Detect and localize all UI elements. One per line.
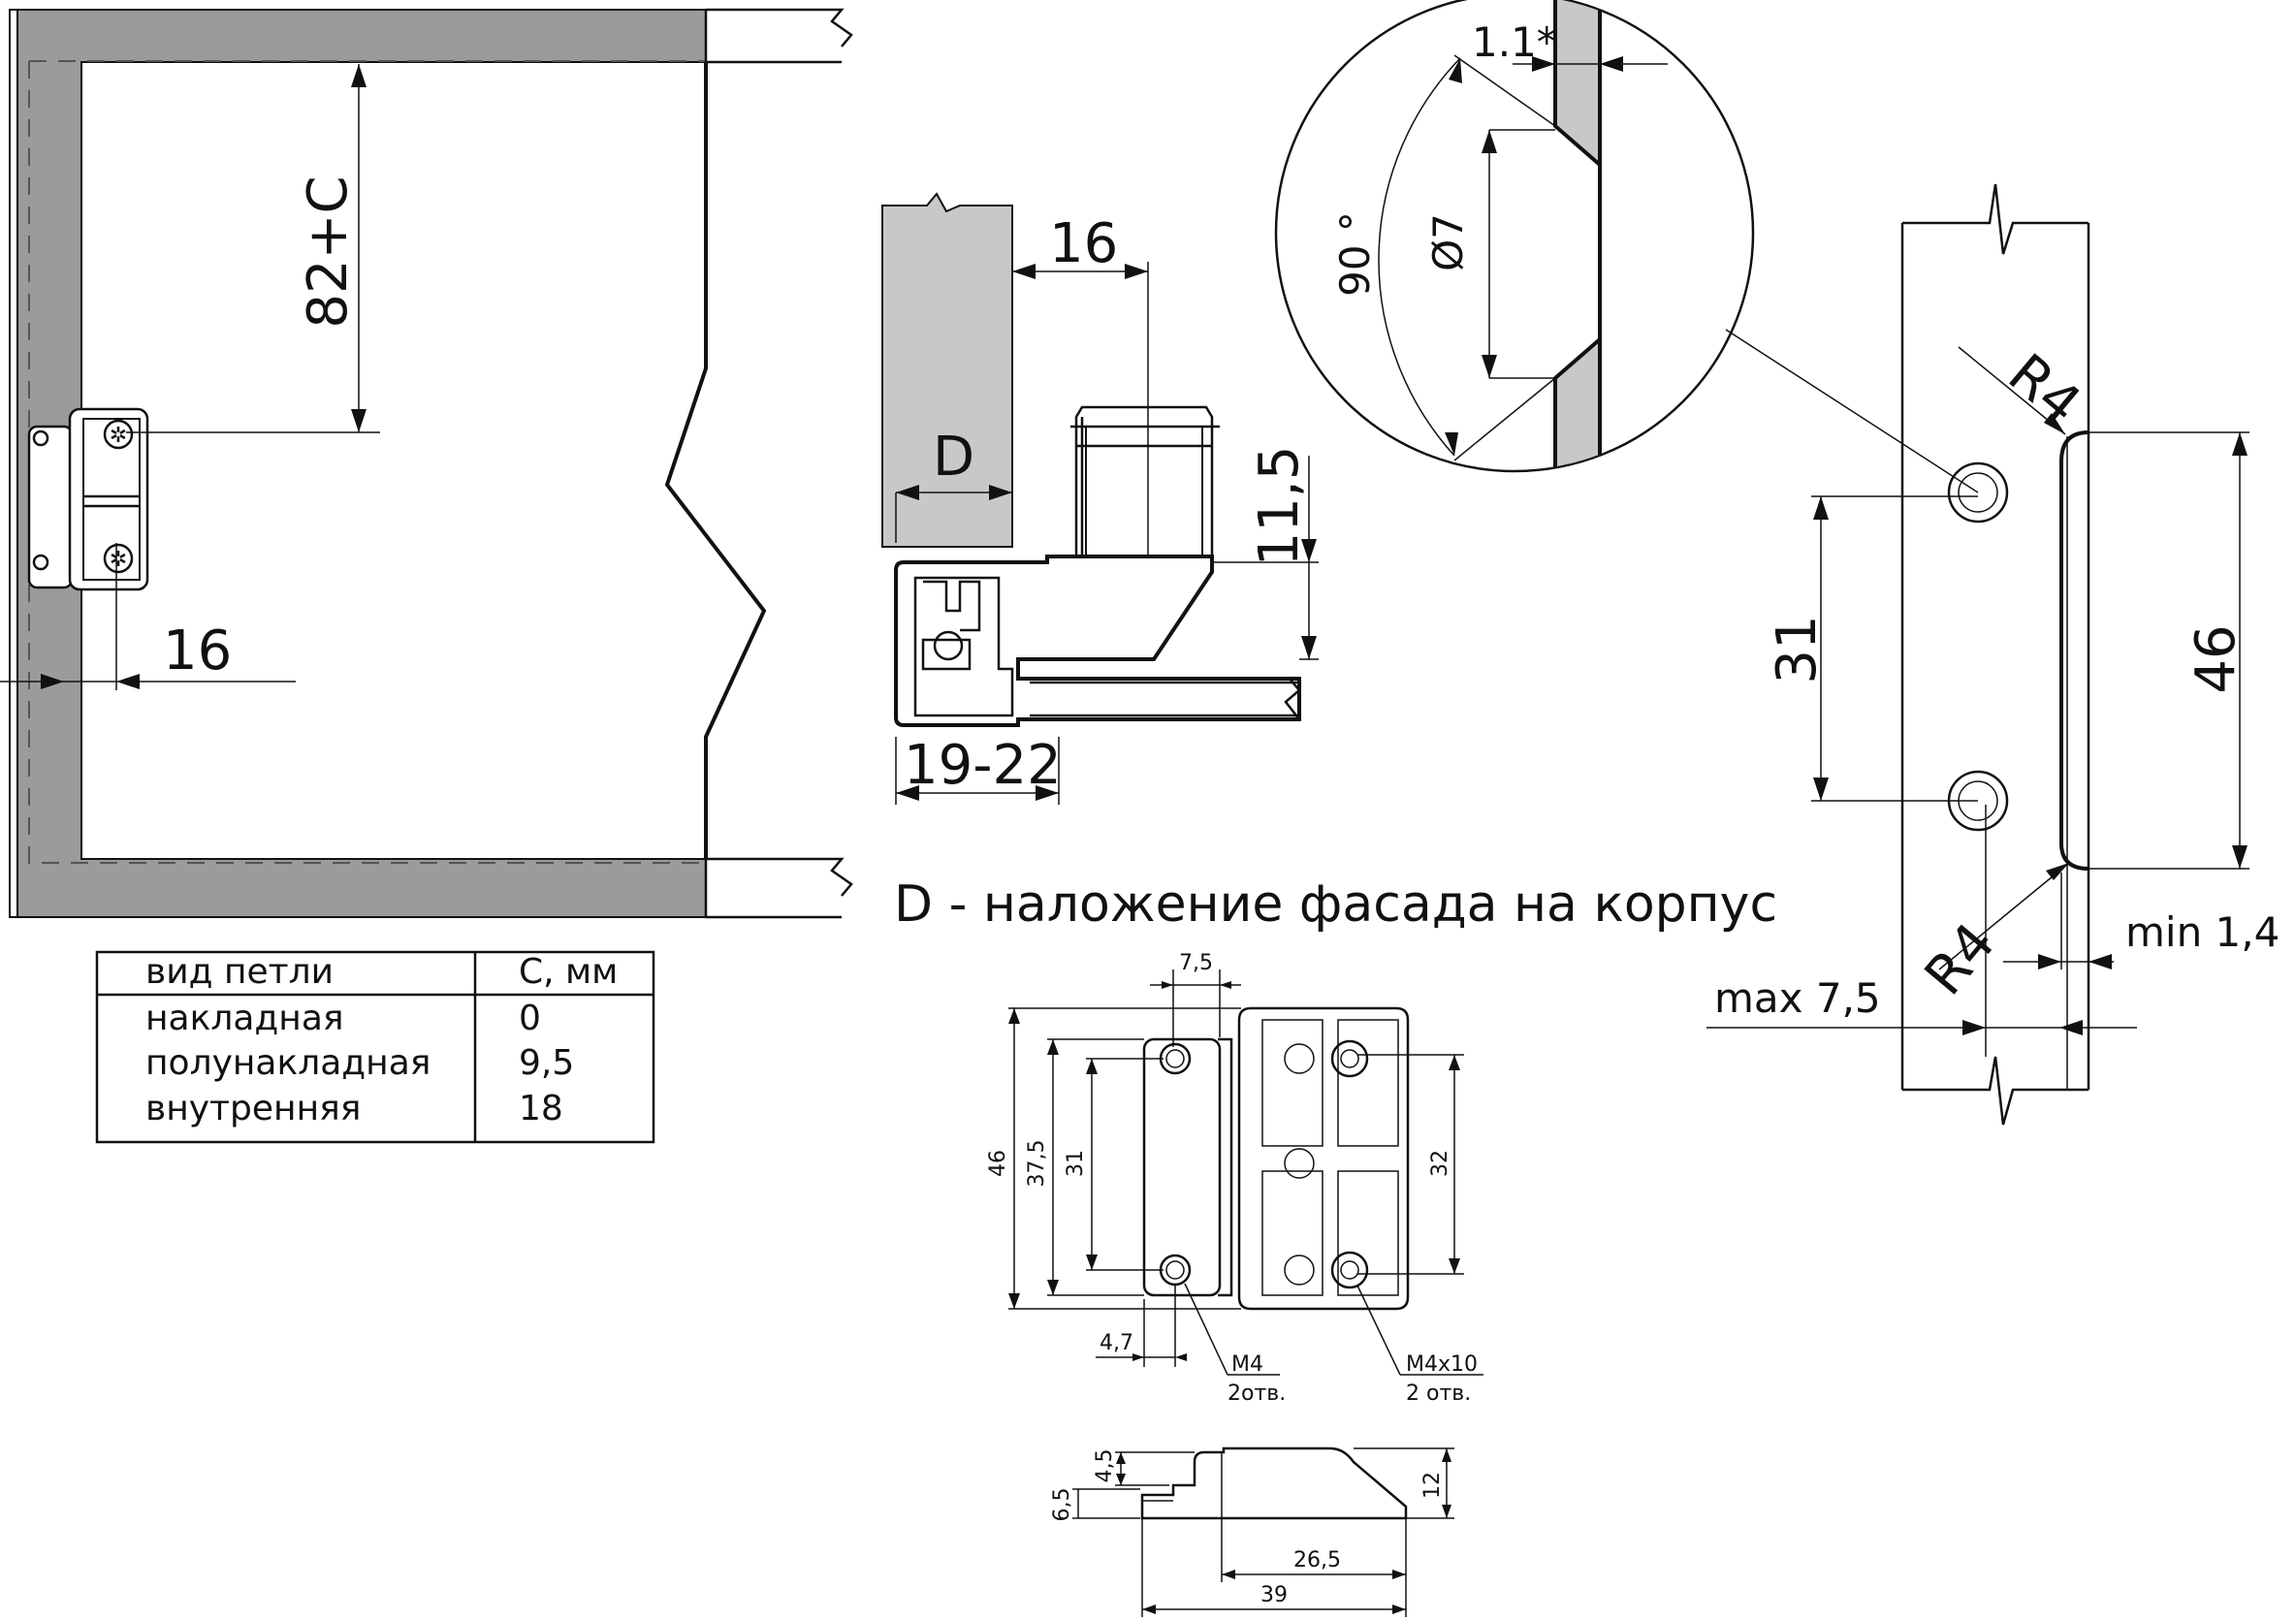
table-row-2-type: полунакладная bbox=[145, 1043, 430, 1083]
hinge-side-view: 4,5 6,5 12 26,5 39 bbox=[1050, 1446, 1454, 1617]
dim-46-right-label: 46 bbox=[2184, 624, 2248, 693]
svg-text:✲: ✲ bbox=[110, 548, 127, 572]
overlay-caption: D - наложение фасада на корпус bbox=[894, 875, 1777, 934]
dim-90-label: 90 ° bbox=[1331, 211, 1379, 297]
countersink-detail-view: 1.1* 90 ° Ø7 bbox=[1274, 0, 1979, 493]
hinge-plan-view: 7,5 46 37,5 31 32 4,7 bbox=[986, 951, 1483, 1406]
table-row-1-c: 0 bbox=[519, 999, 541, 1038]
overlay-section-view: 16 D 11,5 19-22 bbox=[881, 192, 1319, 805]
hinge-m4-label: M4 bbox=[1231, 1352, 1263, 1377]
hinge-m4x10-label: M4x10 bbox=[1406, 1352, 1478, 1377]
table-row-3-c: 18 bbox=[519, 1089, 563, 1128]
hinge-32-label: 32 bbox=[1428, 1150, 1452, 1177]
hinge-46-label: 46 bbox=[986, 1150, 1010, 1177]
table-row-3-type: внутренняя bbox=[145, 1089, 361, 1128]
side-12-label: 12 bbox=[1420, 1472, 1445, 1499]
dim-d-label: D bbox=[933, 426, 974, 489]
side-39-label: 39 bbox=[1260, 1583, 1288, 1607]
side-6-5-label: 6,5 bbox=[1050, 1488, 1074, 1522]
dim-11-5-label: 11,5 bbox=[1248, 446, 1311, 567]
hinge-37-5-label: 37,5 bbox=[1025, 1140, 1049, 1188]
dim-max-label: max 7,5 bbox=[1714, 974, 1881, 1022]
dim-16-left-label: 16 bbox=[163, 619, 232, 683]
mounting-plate-side-view: 31 46 R4 R4 min 1,4 max 7,5 bbox=[1706, 183, 2280, 1126]
dim-82c-label: 82+C bbox=[297, 175, 360, 328]
hinge-m4-holes-label: 2отв. bbox=[1228, 1382, 1286, 1406]
dim-r4-top-label: R4 bbox=[1996, 342, 2092, 437]
svg-text:✲: ✲ bbox=[110, 424, 127, 448]
hinge-m4x10-holes-label: 2 отв. bbox=[1406, 1382, 1471, 1406]
dim-19-22-label: 19-22 bbox=[904, 734, 1062, 797]
side-4-5-label: 4,5 bbox=[1093, 1449, 1117, 1483]
dim-16-section-label: 16 bbox=[1049, 212, 1118, 275]
hinge-4-7-label: 4,7 bbox=[1100, 1331, 1133, 1355]
hinge-front-icon: ✲ ✲ bbox=[27, 407, 149, 591]
table-header-c: C, мм bbox=[519, 952, 618, 992]
cabinet-front-view: ✲ ✲ 82+C 16 bbox=[0, 8, 853, 919]
hinge-type-table: вид петли C, мм накладная 0 полунакладна… bbox=[95, 950, 655, 1144]
table-row-1-type: накладная bbox=[145, 999, 344, 1038]
hinge-31-label: 31 bbox=[1064, 1150, 1088, 1177]
side-26-5-label: 26,5 bbox=[1293, 1548, 1341, 1572]
table-header-type: вид петли bbox=[145, 952, 334, 992]
dim-min-label: min 1,4 bbox=[2125, 908, 2280, 956]
dim-31-right-label: 31 bbox=[1766, 615, 1829, 683]
hinge-7-5-label: 7,5 bbox=[1179, 951, 1213, 975]
dim-phi7-label: Ø7 bbox=[1424, 213, 1472, 271]
table-row-2-c: 9,5 bbox=[519, 1043, 574, 1083]
dim-1-1-label: 1.1* bbox=[1472, 18, 1557, 66]
